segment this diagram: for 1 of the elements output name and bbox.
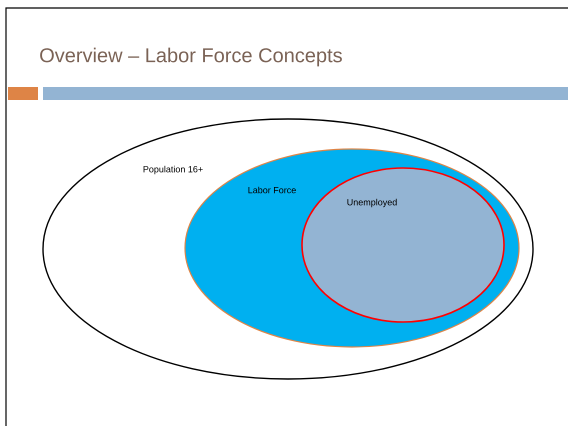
title: Overview – Labor Force Concepts: [40, 48, 342, 66]
